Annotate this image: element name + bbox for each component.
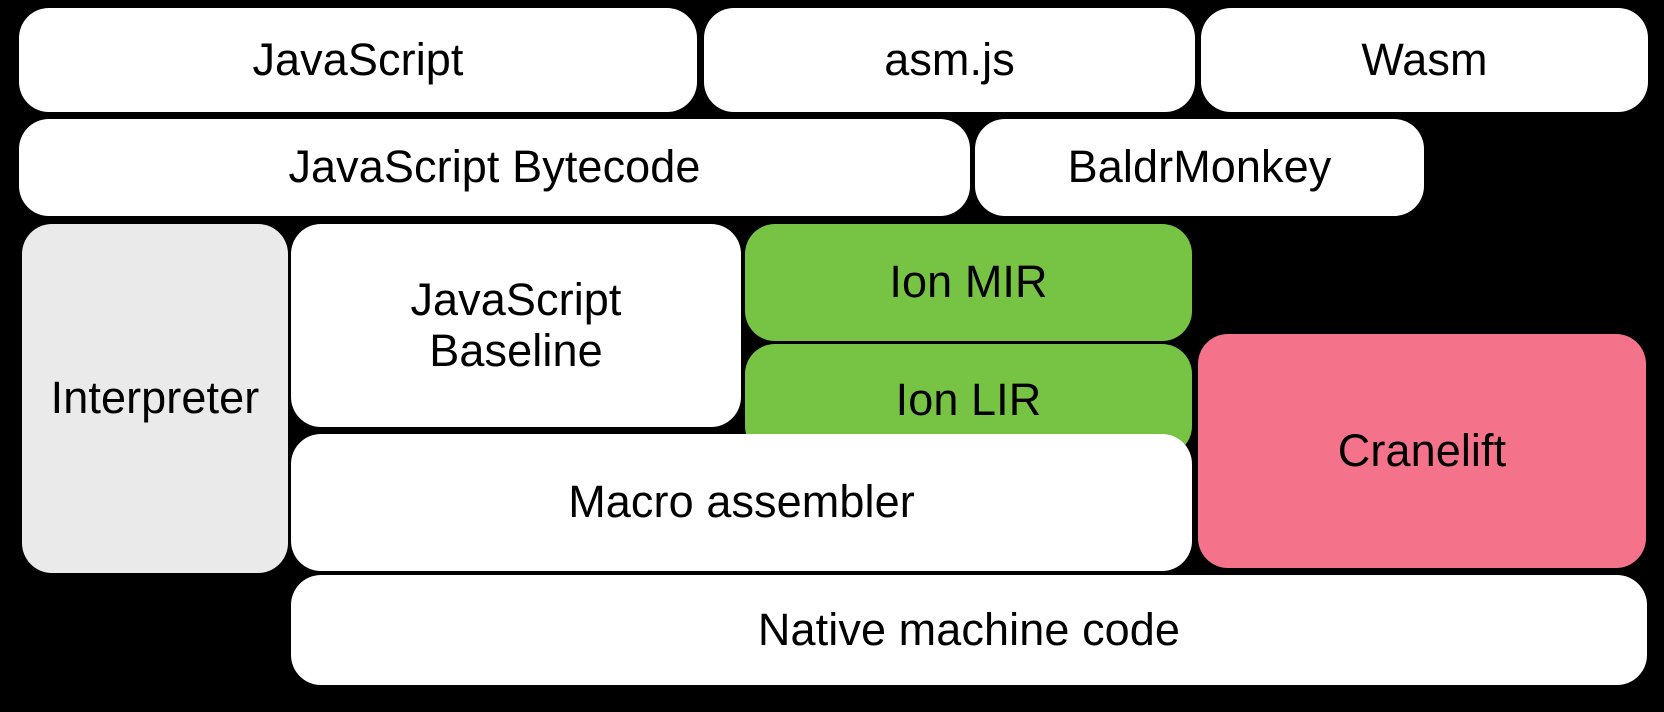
node-wasm: Wasm (1201, 8, 1648, 112)
node-label-ion-lir: Ion LIR (895, 373, 1042, 425)
node-label-asm-js: asm.js (884, 33, 1015, 85)
node-label-native-machine-code: Native machine code (757, 603, 1181, 655)
node-label-wasm: Wasm (1361, 33, 1488, 85)
node-baldrmonkey: BaldrMonkey (975, 119, 1424, 216)
node-label-macro-assembler: Macro assembler (568, 476, 915, 528)
node-ion-mir: Ion MIR (745, 224, 1192, 341)
node-label-javascript: JavaScript (252, 33, 464, 85)
node-macro-assembler: Macro assembler (291, 434, 1192, 571)
node-javascript-bytecode: JavaScript Bytecode (19, 119, 970, 216)
node-label-javascript-baseline: JavaScript Baseline (410, 274, 622, 376)
node-label-baldrmonkey: BaldrMonkey (1067, 141, 1332, 193)
node-asm-js: asm.js (704, 8, 1195, 112)
node-cranelift: Cranelift (1198, 334, 1646, 568)
node-native-machine-code: Native machine code (291, 575, 1647, 685)
node-label-cranelift: Cranelift (1337, 424, 1507, 476)
node-label-interpreter: Interpreter (50, 372, 260, 424)
node-label-ion-mir: Ion MIR (889, 256, 1048, 308)
node-interpreter: Interpreter (22, 224, 288, 573)
node-javascript: JavaScript (19, 8, 697, 112)
node-label-javascript-bytecode: JavaScript Bytecode (288, 141, 701, 193)
node-javascript-baseline: JavaScript Baseline (291, 224, 741, 427)
